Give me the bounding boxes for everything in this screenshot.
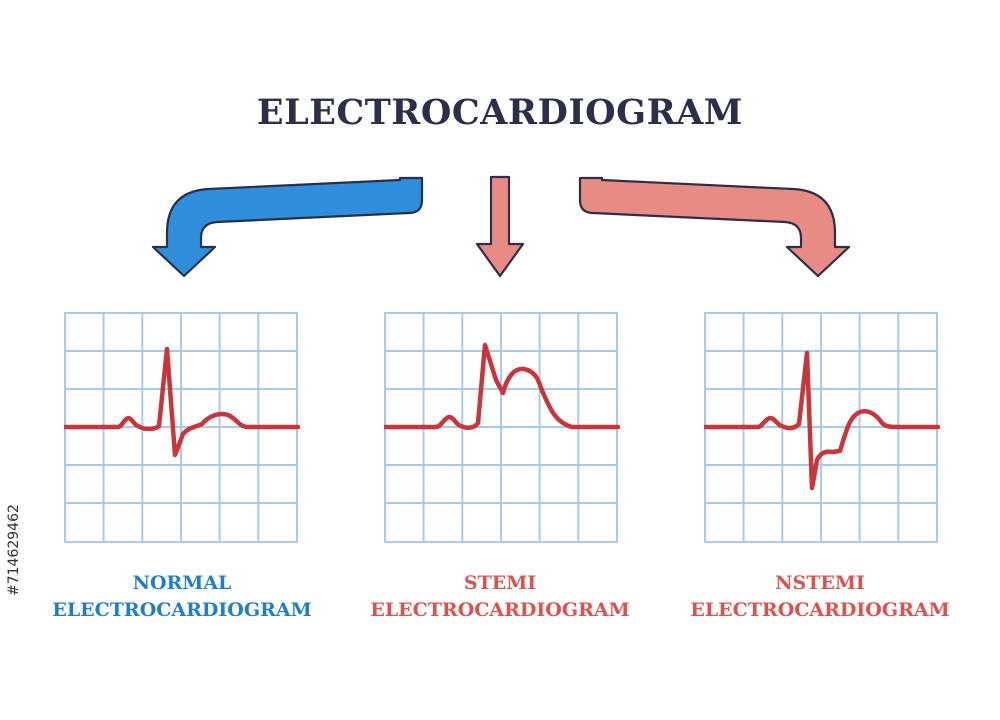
ecg-chart-stemi [384, 312, 620, 543]
caption-normal-line2: ELECTROCARDIOGRAM [52, 599, 312, 621]
ecg-panel-nstemi [704, 312, 940, 544]
caption-stemi-line2: ELECTROCARDIOGRAM [370, 599, 630, 621]
main-title: ELECTROCARDIOGRAM [256, 92, 744, 133]
caption-nstemi: NSTEMI ELECTROCARDIOGRAM [670, 570, 970, 624]
arrow-to-stemi [475, 175, 525, 278]
caption-normal-line1: NORMAL [132, 572, 232, 594]
ecg-trace-nstemi [704, 350, 940, 491]
ecg-panel-normal [64, 312, 300, 544]
caption-nstemi-line2: ELECTROCARDIOGRAM [690, 599, 950, 621]
arrows-group [151, 175, 851, 278]
ecg-trace-normal [64, 346, 300, 458]
ecg-trace-stemi [384, 342, 620, 430]
ecg-chart-nstemi [704, 312, 940, 543]
image-id-text: #714629462 [6, 504, 22, 596]
ecg-grid [64, 312, 298, 543]
arrow-to-normal [151, 176, 424, 278]
caption-stemi: STEMI ELECTROCARDIOGRAM [350, 570, 650, 624]
ecg-chart-normal [64, 312, 300, 543]
ecg-panel-stemi [384, 312, 620, 544]
caption-nstemi-line1: NSTEMI [775, 572, 865, 594]
arrow-to-nstemi [578, 176, 851, 278]
caption-stemi-line1: STEMI [463, 572, 537, 594]
caption-normal: NORMAL ELECTROCARDIOGRAM [32, 570, 332, 624]
